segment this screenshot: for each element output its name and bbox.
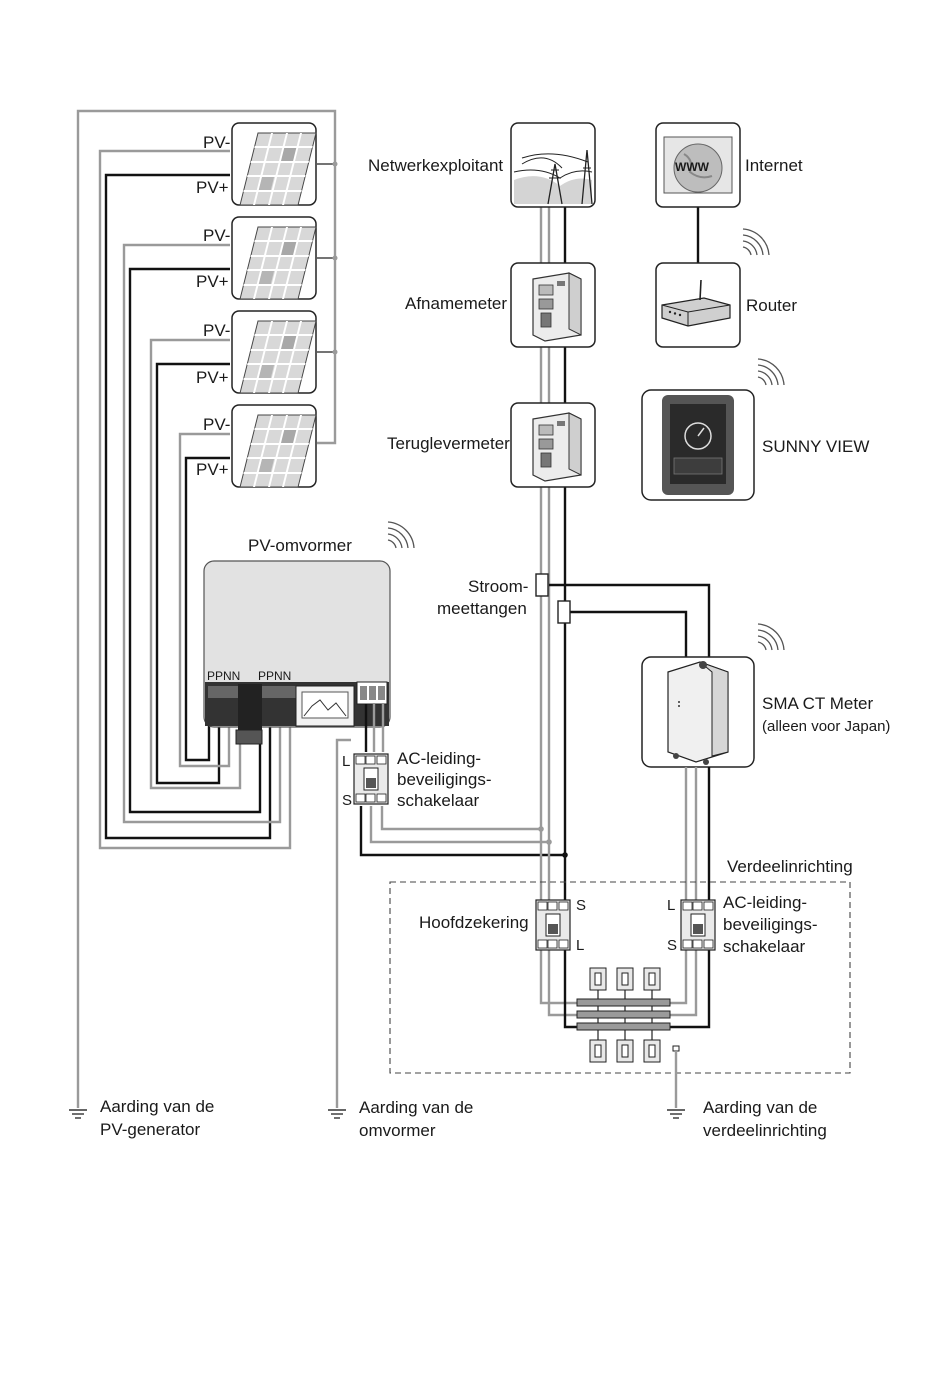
pv-minus-label-2: PV-: [203, 226, 230, 245]
distribution-earth-terminal: [672, 1045, 680, 1052]
inverter-breaker-l-label: L: [342, 753, 350, 770]
distribution-label: Verdeelinrichting: [727, 857, 853, 876]
ground-icon-inverter: [327, 1109, 347, 1119]
pv-plus-label-1: PV+: [196, 178, 229, 197]
main-fuse-l-label: L: [576, 937, 584, 954]
current-clamp-1: [535, 573, 549, 597]
inverter-breaker-label-line1: AC-leiding-: [397, 749, 481, 768]
pv-plus-label-4: PV+: [196, 460, 229, 479]
pv-panel-4: [231, 404, 317, 488]
inverter-terminal-label-2: PPNN: [258, 669, 291, 683]
ground-inverter-label-line1: Aarding van de: [359, 1098, 473, 1117]
sma-ct-meter-note: (alleen voor Japan): [762, 718, 890, 735]
pv-plus-label-3: PV+: [196, 368, 229, 387]
ground-pv-label-line1: Aarding van de: [100, 1097, 214, 1116]
sunny-view-label: SUNNY VIEW: [762, 437, 869, 456]
pv-panel-1: [231, 122, 317, 206]
router-wifi-icon: [742, 228, 770, 256]
router-label: Router: [746, 296, 797, 315]
main-fuse: [535, 899, 571, 951]
pv-wiring: [76, 109, 338, 1108]
dist-breaker-label-line1: AC-leiding-: [723, 893, 807, 912]
sunny-view-device: [641, 389, 755, 501]
fuse-row-bottom: [589, 1039, 661, 1063]
grid-operator-label: Netwerkexploitant: [368, 156, 503, 175]
inverter-breaker-s-label: S: [342, 792, 352, 809]
pv-panel-2: [231, 216, 317, 300]
ground-icon-pv: [68, 1109, 88, 1119]
sunny-view-wifi-icon: [757, 358, 785, 386]
consumption-meter-label: Afnamemeter: [405, 294, 507, 313]
ground-inverter-label-line2: omvormer: [359, 1121, 436, 1140]
consumption-meter: [510, 262, 596, 348]
ground-distribution-label-line2: verdeelinrichting: [703, 1121, 827, 1140]
pv-plus-label-2: PV+: [196, 272, 229, 291]
busbars: [576, 998, 671, 1031]
distribution-ac-breaker: [680, 899, 716, 951]
feed-in-meter-label: Teruglevermeter: [387, 434, 510, 453]
distribution-boundary: [389, 881, 851, 1074]
dist-breaker-label-line3: schakelaar: [723, 937, 806, 956]
ground-icon-distribution: [666, 1109, 686, 1119]
pv-minus-label-4: PV-: [203, 415, 230, 434]
feed-in-meter: [510, 402, 596, 488]
ct-meter-wiring: [684, 767, 711, 900]
dist-breaker-label-line2: beveiligings-: [723, 915, 818, 934]
inverter-breaker-label-line2: beveiligings-: [397, 770, 492, 789]
current-clamp-label-line1: Stroom-: [468, 577, 528, 596]
router-box: [655, 262, 741, 348]
internet-www-label: WWW: [675, 160, 710, 174]
main-fuse-label: Hoofdzekering: [419, 913, 529, 932]
main-fuse-s-label: S: [576, 897, 586, 914]
inverter-terminal-label-1: PPNN: [207, 669, 240, 683]
ct-meter-wifi-icon: [757, 623, 785, 651]
pv-panel-3: [231, 310, 317, 394]
dist-breaker-s-label: S: [667, 937, 677, 954]
sma-ct-meter: [641, 656, 755, 768]
pv-minus-label-3: PV-: [203, 321, 230, 340]
pv-inverter: [203, 560, 391, 745]
fuse-row-top: [589, 967, 661, 991]
pv-inverter-label: PV-omvormer: [248, 536, 352, 555]
current-clamp-2: [557, 600, 571, 624]
inverter-ac-wiring: [335, 704, 568, 1108]
pv-minus-label-1: PV-: [203, 133, 230, 152]
inverter-ac-breaker: [353, 753, 389, 805]
dist-breaker-l-label: L: [667, 897, 675, 914]
ground-distribution-label-line1: Aarding van de: [703, 1098, 817, 1117]
current-clamp-label-line2: meettangen: [437, 599, 527, 618]
inverter-breaker-label-line3: schakelaar: [397, 791, 480, 810]
internet-box: [655, 122, 741, 208]
inverter-wifi-icon: [387, 521, 415, 549]
grid-operator-box: [510, 122, 596, 208]
internet-label: Internet: [745, 156, 803, 175]
current-clamp-wiring: [549, 583, 711, 658]
ground-pv-label-line2: PV-generator: [100, 1120, 201, 1139]
sma-ct-meter-label: SMA CT Meter: [762, 694, 873, 713]
